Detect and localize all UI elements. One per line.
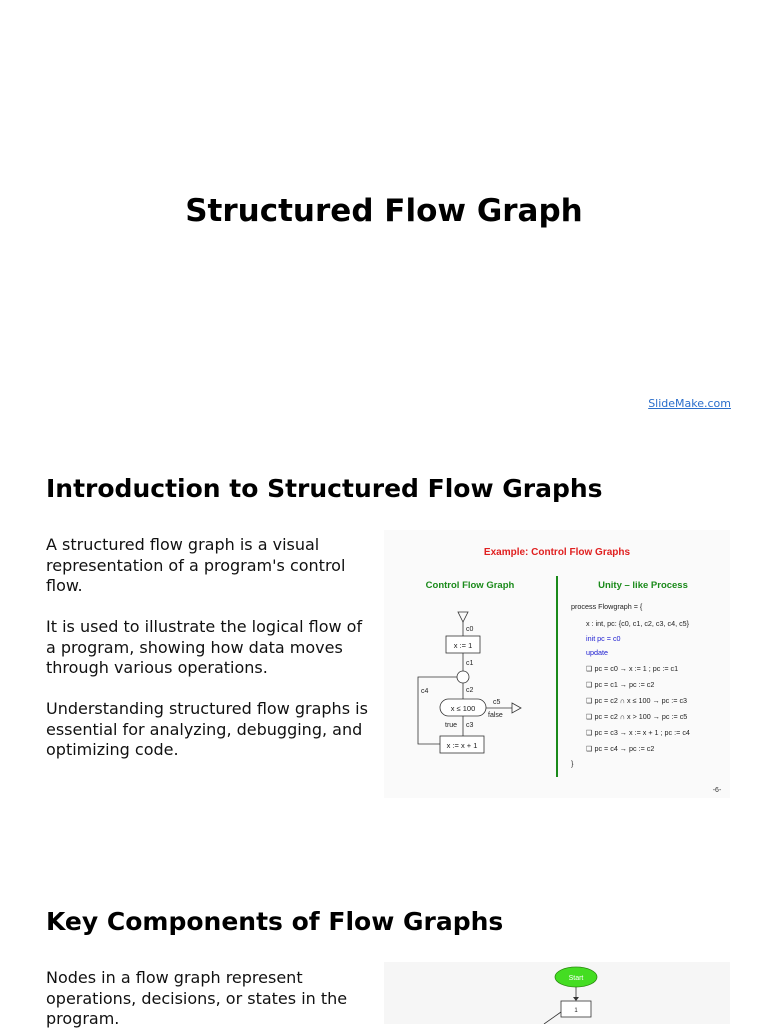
start-triangle [457,611,469,623]
end-triangle [511,702,522,714]
figure-right-title: Unity – like Process [598,580,688,591]
figure-left-title: Control Flow Graph [426,580,515,591]
process-node [560,1000,592,1018]
slidemake-link[interactable]: SlideMake.com [648,397,731,410]
label-c2: c2 [466,687,474,694]
figure-title: Example: Control Flow Graphs [484,547,631,558]
label-c5: c5 [493,699,501,706]
code-line: init pc = c0 [586,634,621,643]
process-code: process Flowgraph = { x : int, pc: {c0, … [571,602,690,768]
decision-label: x ≤ 100 [451,704,476,713]
code-line: ❑ pc = c2 ∩ x > 100 → pc := c5 [586,712,687,721]
label-c3: c3 [466,722,474,729]
code-line: ❑ pc = c2 ∩ x ≤ 100 → pc := c3 [586,696,687,705]
increment-label: x := x + 1 [447,741,478,750]
control-flow-graph-image: Example: Control Flow Graphs Control Flo… [417,547,722,794]
label-false: false [488,712,503,719]
join-node [456,670,470,684]
assign-label: x := 1 [454,641,473,650]
label-c4: c4 [421,688,429,695]
flowchart-image: Start 1 [543,966,598,1025]
code-line: ❑ pc = c4 → pc := c2 [586,744,654,753]
figure-page-number: -6- [713,787,722,794]
intro-heading: Introduction to Structured Flow Graphs [46,474,603,503]
title-slide: Structured Flow Graph SlideMake.com [0,0,768,430]
page-title: Structured Flow Graph [185,193,583,229]
process-label: 1 [574,1008,578,1014]
intro-paragraph-2: It is used to illustrate the logical flo… [46,617,363,677]
edge-branch [543,1011,562,1025]
start-label: Start [569,975,584,982]
code-line: update [586,648,608,657]
intro-paragraph-1: A structured flow graph is a visual repr… [46,535,346,595]
code-line: ❑ pc = c3 → x := x + 1 ; pc := c4 [586,728,690,737]
label-c0: c0 [466,626,474,633]
label-c1: c1 [466,660,474,667]
edge-c4 [417,676,457,745]
flowchart-figure: Start 1 [384,962,730,1025]
code-line: ❑ pc = c1 → pc := c2 [586,680,654,689]
code-line: process Flowgraph = { [571,602,643,611]
intro-paragraph-3: Understanding structured flow graphs is … [46,699,368,759]
components-heading: Key Components of Flow Graphs [46,907,504,936]
increment-node [439,735,485,754]
arrowhead [573,997,579,1001]
control-flow-graph-figure: Example: Control Flow Graphs Control Flo… [384,530,730,798]
code-line: ❑ pc = c0 → x := 1 ; pc := c1 [586,664,678,673]
label-true: true [445,722,457,729]
code-line: } [571,759,574,768]
components-paragraph-1: Nodes in a flow graph represent operatio… [46,968,348,1028]
code-line: x : int, pc: {c0, c1, c2, c3, c4, c5} [586,619,690,628]
